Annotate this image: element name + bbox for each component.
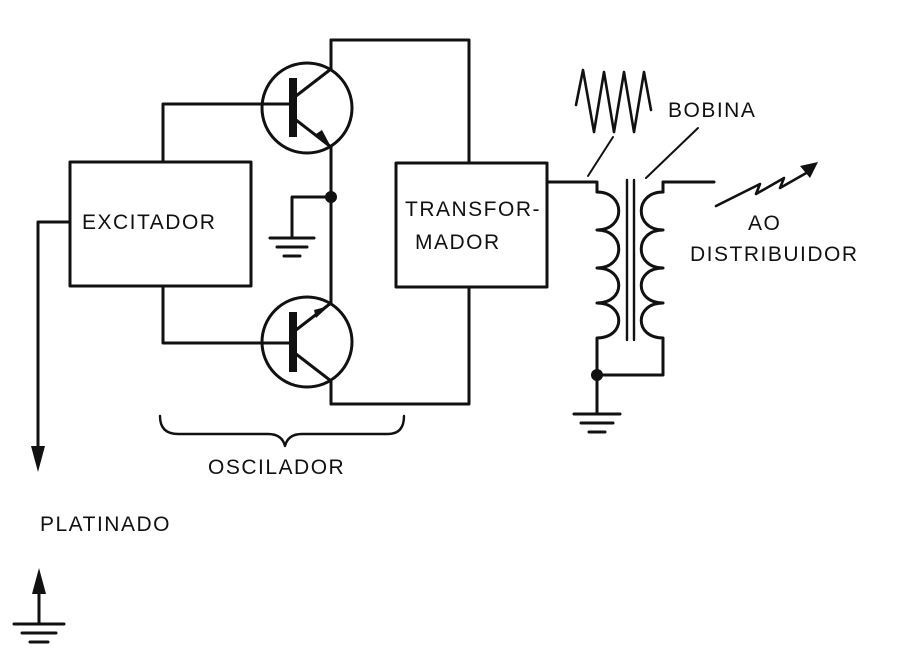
spark-arrow-to-distributor: [714, 162, 818, 208]
distribuidor-label: DISTRIBUIDOR: [690, 243, 859, 266]
oscillator-ground-symbol: [268, 195, 333, 258]
excitador-to-lower-transistor-wire: [161, 284, 292, 345]
excitador-label: EXCITADOR: [82, 211, 216, 234]
transformador-label-line2: MADOR: [415, 231, 501, 254]
oscilador-brace: [158, 414, 406, 448]
platinado-signal-wire: [31, 220, 72, 472]
bobina-label: BOBINA: [668, 99, 756, 122]
transformador-block: TRANSFOR- MADOR: [394, 161, 549, 289]
platinado-ground-symbol: [12, 568, 66, 644]
bobina-leader-line-left: [587, 136, 614, 177]
bobina-leader-line-right: [645, 127, 699, 179]
bottom-rail-wire: [329, 285, 471, 406]
excitador-block: EXCITADOR: [68, 160, 253, 288]
ao-label: AO: [748, 212, 781, 235]
ignition-coil-symbol: [545, 178, 716, 377]
lower-transistor-symbol: [260, 195, 354, 406]
oscilador-label: OSCILADOR: [208, 456, 345, 479]
high-voltage-waveform: [574, 68, 653, 134]
upper-transistor-symbol: [260, 38, 354, 199]
excitador-to-upper-transistor-wire: [161, 102, 292, 164]
coil-ground-symbol: [572, 373, 622, 434]
platinado-label: PLATINADO: [40, 513, 171, 536]
transformador-label-line1: TRANSFOR-: [405, 198, 541, 221]
top-rail-wire: [329, 38, 471, 165]
